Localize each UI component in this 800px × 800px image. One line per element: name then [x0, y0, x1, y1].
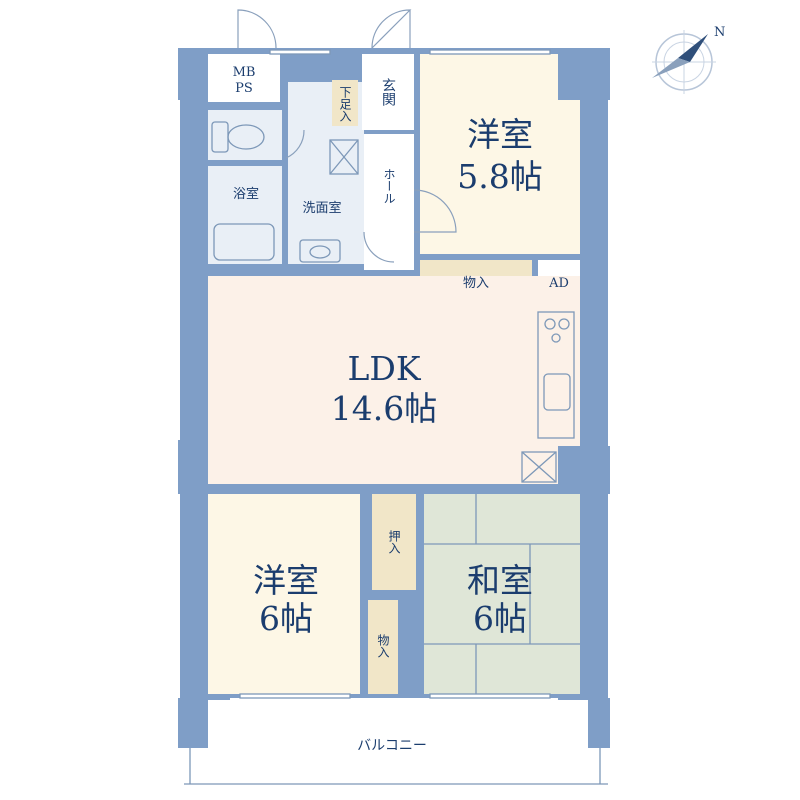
kitchen-counter	[537, 311, 575, 439]
compass-icon	[652, 30, 716, 94]
room-western-north	[420, 54, 580, 254]
western-south-name: 洋室	[253, 561, 319, 600]
room-ldk	[208, 276, 580, 484]
room-japanese	[424, 494, 580, 694]
washroom-label: 洗面室	[302, 200, 341, 216]
room-shoe-box	[332, 80, 358, 126]
western-north-size: 5.8帖	[457, 157, 542, 196]
toilet-icon	[211, 121, 265, 153]
western-south-size: 6帖	[259, 599, 313, 638]
ad-label: AD	[548, 276, 569, 291]
column-nw	[178, 48, 208, 100]
shoe-box-label: 下足入	[338, 86, 352, 122]
japanese-name: 和室	[467, 561, 533, 600]
room-hall	[364, 134, 414, 270]
mb-ps-label-1: MB	[233, 65, 256, 80]
entrance-label: 玄関	[380, 77, 396, 107]
hall-label: ホール	[382, 168, 396, 204]
column-mid-e	[558, 446, 610, 494]
ldk-size: 14.6帖	[331, 389, 437, 428]
storage-south-label: 物入	[376, 634, 390, 658]
column-ne	[558, 48, 610, 100]
room-bath	[208, 166, 282, 264]
compass-label: N	[714, 25, 725, 40]
balcony	[208, 700, 588, 786]
column-mid-w	[178, 440, 208, 494]
washbasin-icon	[299, 239, 341, 263]
room-western-south	[208, 494, 360, 694]
ldk-name: LDK	[347, 349, 421, 388]
room-oshiire	[372, 494, 416, 590]
fridge-icon	[521, 451, 557, 483]
western-north-name: 洋室	[467, 115, 533, 154]
bath-label: 浴室	[233, 186, 259, 202]
balcony-label: バルコニー	[357, 738, 427, 754]
japanese-size: 6帖	[473, 599, 527, 638]
room-ldk-entry	[208, 276, 412, 306]
oshiire-label: 押入	[387, 530, 401, 554]
tatami-lines	[424, 494, 580, 694]
doors	[237, 9, 457, 263]
mb-ps-label-2: PS	[235, 81, 253, 96]
room-entrance	[362, 54, 414, 130]
room-mb-ps	[208, 54, 280, 102]
room-storage-south	[368, 600, 398, 694]
windows	[239, 49, 551, 699]
bathtub-icon	[213, 223, 275, 261]
washer-pan-icon	[329, 139, 359, 175]
storage-north-label: 物入	[463, 276, 489, 291]
